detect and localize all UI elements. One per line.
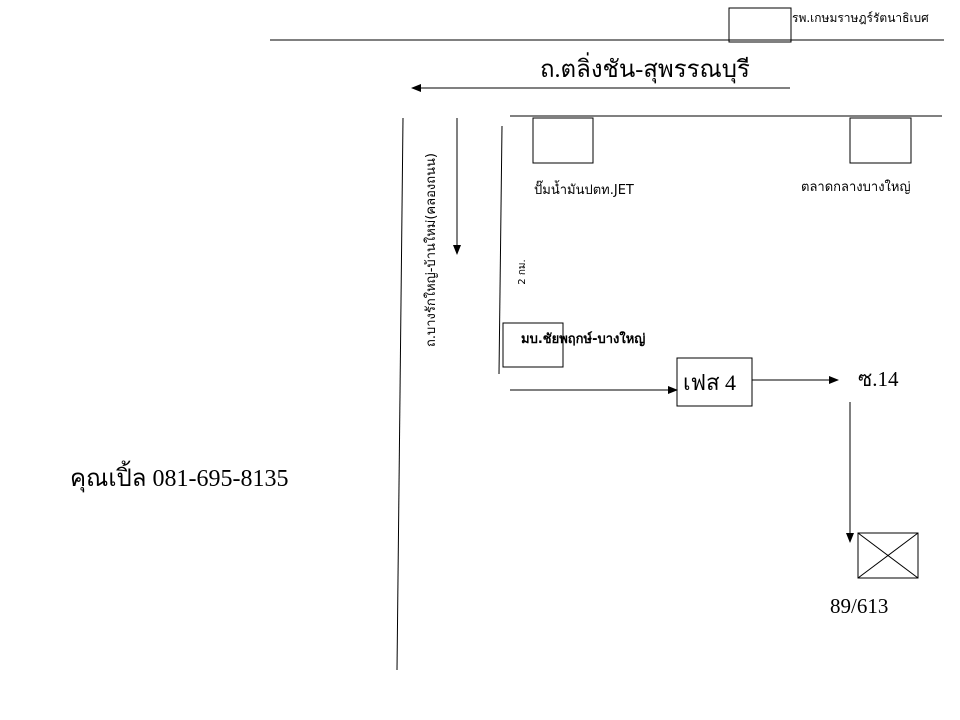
phase-box [676, 357, 753, 407]
contact-label: คุณเปิ้ล 081-695-8135 [70, 466, 289, 492]
gas-station-label: ปั๊มน้ำมันปตท.JET [534, 183, 634, 198]
side-road-label: ถ.บางรักใหญ่-บ้านใหม่(คลองถนน) [424, 153, 439, 347]
village-label: มบ.ชัยพฤกษ์-บางใหญ่ [521, 332, 646, 347]
gas-station-box [532, 117, 594, 164]
house-number-label: 89/613 [830, 594, 889, 618]
soi-label: ซ.14 [858, 367, 899, 391]
hospital-label: รพ.เกษมราษฎร์รัตนาธิเบศ [792, 11, 929, 25]
main-road-label: ถ.ตลิ่งชัน-สุพรรณบุรี [540, 57, 750, 83]
market-box [849, 117, 912, 164]
distance-label: 2 กม. [517, 259, 528, 285]
village-box [502, 322, 564, 368]
market-label: ตลาดกลางบางใหญ่ [801, 180, 911, 195]
house-marker [857, 532, 919, 579]
phase-label: เฟส 4 [683, 370, 737, 395]
side-road-left-edge [396, 117, 404, 671]
hospital-box [728, 7, 792, 43]
side-road-right-edge [498, 125, 503, 375]
